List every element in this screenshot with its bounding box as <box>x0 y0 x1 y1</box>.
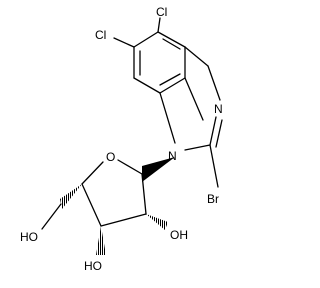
bond-ch2-oh <box>41 203 62 230</box>
bond <box>215 119 223 148</box>
bond-c-cl-left <box>113 37 135 48</box>
atom-n-ring: N <box>214 102 223 116</box>
hashed-bond-c4-ch2 <box>60 184 82 209</box>
bond <box>159 73 181 86</box>
structure-drawing: Cl Cl N N Br O HO HO OH <box>20 5 223 273</box>
bond <box>207 65 221 101</box>
atom-cl-top: Cl <box>156 5 167 19</box>
bond <box>159 92 176 144</box>
bond <box>141 173 147 215</box>
bond-c-br <box>209 144 219 188</box>
atom-o-ring: O <box>106 150 115 164</box>
atom-n-sub: N <box>168 149 177 163</box>
bond <box>100 213 147 227</box>
bond <box>157 31 186 48</box>
bond <box>81 183 102 227</box>
bond <box>133 77 161 94</box>
atom-cl-left: Cl <box>95 28 106 42</box>
imidazole-ring <box>159 46 223 151</box>
atom-br: Br <box>207 192 219 206</box>
atom-oh-right: OH <box>170 228 188 242</box>
bond <box>117 159 143 175</box>
bond <box>81 161 104 185</box>
ribose-ring <box>81 159 147 227</box>
atom-oh-bottom: HO <box>84 259 102 273</box>
benzene-ring <box>133 31 186 94</box>
molecule-diagram: Cl Cl N N Br O HO HO OH <box>20 5 223 273</box>
bond <box>184 46 209 67</box>
wedge-bond-n-c1 <box>142 157 175 182</box>
hashed-bond-c3-oh <box>96 226 106 255</box>
bond <box>209 116 217 146</box>
bond <box>184 77 204 121</box>
bond-c-cl-top <box>157 17 161 33</box>
bond <box>162 38 181 50</box>
bond <box>133 31 159 48</box>
hashed-bond-c2-oh <box>146 214 168 230</box>
bond <box>184 144 211 151</box>
bond <box>159 77 186 94</box>
atom-oh-left: HO <box>20 230 38 244</box>
